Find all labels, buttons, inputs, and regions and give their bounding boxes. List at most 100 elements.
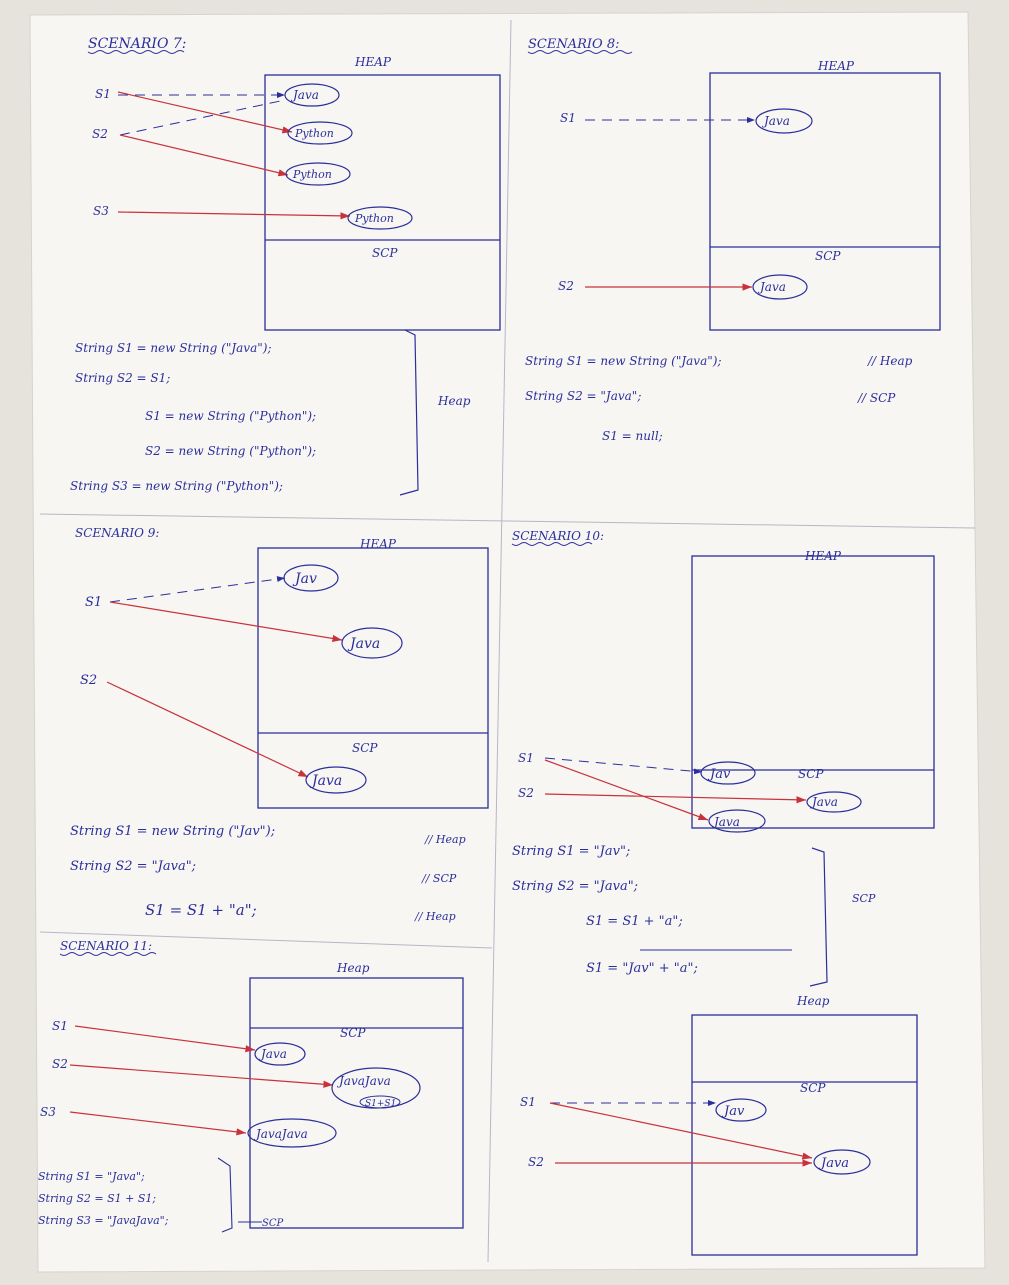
s10-obj-jav-3 xyxy=(715,1098,767,1122)
s7-scp-label: SCP xyxy=(372,246,398,260)
s10-scp-label-2: SCP xyxy=(800,1081,826,1095)
s7-obj-python-3 xyxy=(347,206,413,230)
scenario-10: SCENARIO 10: HEAP SCP S1 S2 Jav Java Jav… xyxy=(511,529,935,1256)
s10-heap-box-2 xyxy=(691,1014,918,1256)
s10-scp-label-1: SCP xyxy=(798,767,824,781)
s10-obj-jav-1-text: Jav xyxy=(707,767,731,782)
s9-scp-label: SCP xyxy=(352,741,378,755)
s9-ref-s2: S2 xyxy=(80,673,97,688)
s9-obj-jav-text: Jav xyxy=(292,571,317,587)
s11-obj-java-text: Java xyxy=(258,1047,287,1061)
s7-ref-s3: S3 xyxy=(93,204,109,218)
s9-obj-java-heap xyxy=(341,627,403,659)
s8-heap-label: HEAP xyxy=(817,59,855,73)
scenario-9: SCENARIO 9: HEAP SCP S1 S2 Jav Java Java… xyxy=(70,526,489,923)
s9-ref-arrow-s1 xyxy=(109,601,343,643)
scenario-7: SCENARIO 7: HEAP SCP S1 S2 S3 Java Pytho… xyxy=(70,36,501,496)
s11-code-line-3: String S3 = "JavaJava"; xyxy=(38,1214,169,1227)
s7-heap-box xyxy=(264,74,501,331)
s10-heap-box-1 xyxy=(691,555,935,829)
s11-ref-arrow-s1 xyxy=(74,1025,256,1053)
s10-obj-jav-3-text: Jav xyxy=(721,1104,745,1119)
s10-old-ref-s1 xyxy=(544,757,703,775)
s8-note-scp: // SCP xyxy=(857,391,896,405)
s11-obj-javajava-scp-text: JavaJava xyxy=(253,1127,308,1141)
s9-code-line-1: String S1 = new String ("Jav"); xyxy=(70,824,275,839)
s9-obj-java-scp-text: Java xyxy=(309,773,342,789)
s10-code-line-4: S1 = "Jav" + "a"; xyxy=(586,961,698,976)
s9-obj-java-heap-text: Java xyxy=(347,636,380,652)
s7-code-line-5: String S3 = new String ("Python"); xyxy=(70,479,283,493)
s8-obj-java-scp-text: Java xyxy=(757,280,786,294)
s11-ref-s2: S2 xyxy=(52,1057,68,1071)
divider-horizontal-top xyxy=(39,513,976,529)
s9-obj-jav xyxy=(283,564,339,592)
s10-ref-s1-a: S1 xyxy=(518,751,534,765)
s7-obj-python-2 xyxy=(285,162,351,186)
s7-obj-python-1-text: Python xyxy=(294,127,334,140)
s11-concat-note xyxy=(359,1095,401,1109)
s8-obj-java-heap-text: Java xyxy=(761,114,790,128)
s7-code-line-3: S1 = new String ("Python"); xyxy=(145,409,316,423)
s9-note-scp: // SCP xyxy=(421,872,457,885)
s11-code-line-2: String S2 = S1 + S1; xyxy=(38,1192,156,1205)
s9-code-line-2: String S2 = "Java"; xyxy=(70,859,196,874)
s9-note-heap-1: // Heap xyxy=(424,833,466,846)
s7-ref-s1: S1 xyxy=(95,87,111,101)
s9-note-heap-2: // Heap xyxy=(414,910,456,923)
s10-ref-arrow-s2-a xyxy=(544,793,807,804)
s10-obj-java-scp-1 xyxy=(806,791,862,813)
scenario-8: SCENARIO 8: HEAP SCP S1 S2 Java Java Str… xyxy=(525,37,941,443)
s7-ref-arrow-s2 xyxy=(119,134,289,177)
s8-scp-label: SCP xyxy=(815,249,841,263)
s7-ref-arrow-s3 xyxy=(117,211,351,220)
s10-ref-s1-b: S1 xyxy=(520,1095,536,1109)
s9-ref-arrow-s2 xyxy=(106,681,309,778)
s7-code-line-2: String S2 = S1; xyxy=(75,371,170,385)
divider-vertical xyxy=(487,19,512,1263)
s10-ref-arrow-s1-b xyxy=(549,1102,813,1160)
s10-obj-java-2 xyxy=(708,809,766,833)
s10-obj-jav-1 xyxy=(700,761,756,785)
s11-obj-java xyxy=(254,1042,306,1066)
s9-title: SCENARIO 9: xyxy=(75,526,159,540)
paper-sheet xyxy=(29,11,986,1273)
s11-code-line-1: String S1 = "Java"; xyxy=(38,1170,145,1183)
s10-obj-java-scp-2-text: Java xyxy=(818,1156,849,1171)
s11-heap-box xyxy=(249,977,464,1229)
s10-code-line-1: String S1 = "Jav"; xyxy=(512,844,630,859)
s9-obj-java-scp xyxy=(305,766,367,794)
s9-heap-label: HEAP xyxy=(359,537,397,551)
s11-obj-javajava-scp xyxy=(247,1118,337,1148)
s8-ref-s1: S1 xyxy=(560,111,576,125)
s7-heap-label: HEAP xyxy=(354,55,392,69)
s7-ref-s2: S2 xyxy=(92,127,108,141)
s7-old-ref-s2 xyxy=(119,99,286,136)
s8-code-line-3: S1 = null; xyxy=(602,429,663,443)
s8-obj-java-heap xyxy=(755,108,813,134)
s7-obj-java xyxy=(284,83,340,107)
scenario-11: SCENARIO 11: Heap SCP S1 S2 S3 Java Java… xyxy=(38,939,464,1233)
divider-horizontal-left xyxy=(39,931,493,949)
s9-code-line-3: S1 = S1 + "a"; xyxy=(145,901,257,919)
s7-code-line-4: S2 = new String ("Python"); xyxy=(145,444,316,458)
s7-ref-arrow-s1 xyxy=(117,91,293,134)
s11-obj-javajava-heap-text: JavaJava xyxy=(336,1074,391,1088)
s10-brace xyxy=(809,847,828,987)
s8-note-heap: // Heap xyxy=(867,354,913,368)
s9-heap-box xyxy=(257,547,489,809)
s7-title: SCENARIO 7: xyxy=(88,36,187,52)
s8-code-line-1: String S1 = new String ("Java"); xyxy=(525,354,721,368)
s7-obj-java-text: Java xyxy=(290,88,319,102)
s10-ref-s2-a: S2 xyxy=(518,786,534,800)
s10-heap-label-2: Heap xyxy=(796,994,830,1008)
s10-obj-java-scp-1-text: Java xyxy=(809,795,838,809)
s11-ref-s1: S1 xyxy=(52,1019,68,1033)
s11-ref-arrow-s3 xyxy=(69,1111,247,1136)
s10-code-line-2: String S2 = "Java"; xyxy=(512,879,638,894)
s8-ref-s2: S2 xyxy=(558,279,574,293)
s8-heap-box xyxy=(709,72,941,331)
s11-ref-arrow-s2 xyxy=(69,1064,334,1088)
